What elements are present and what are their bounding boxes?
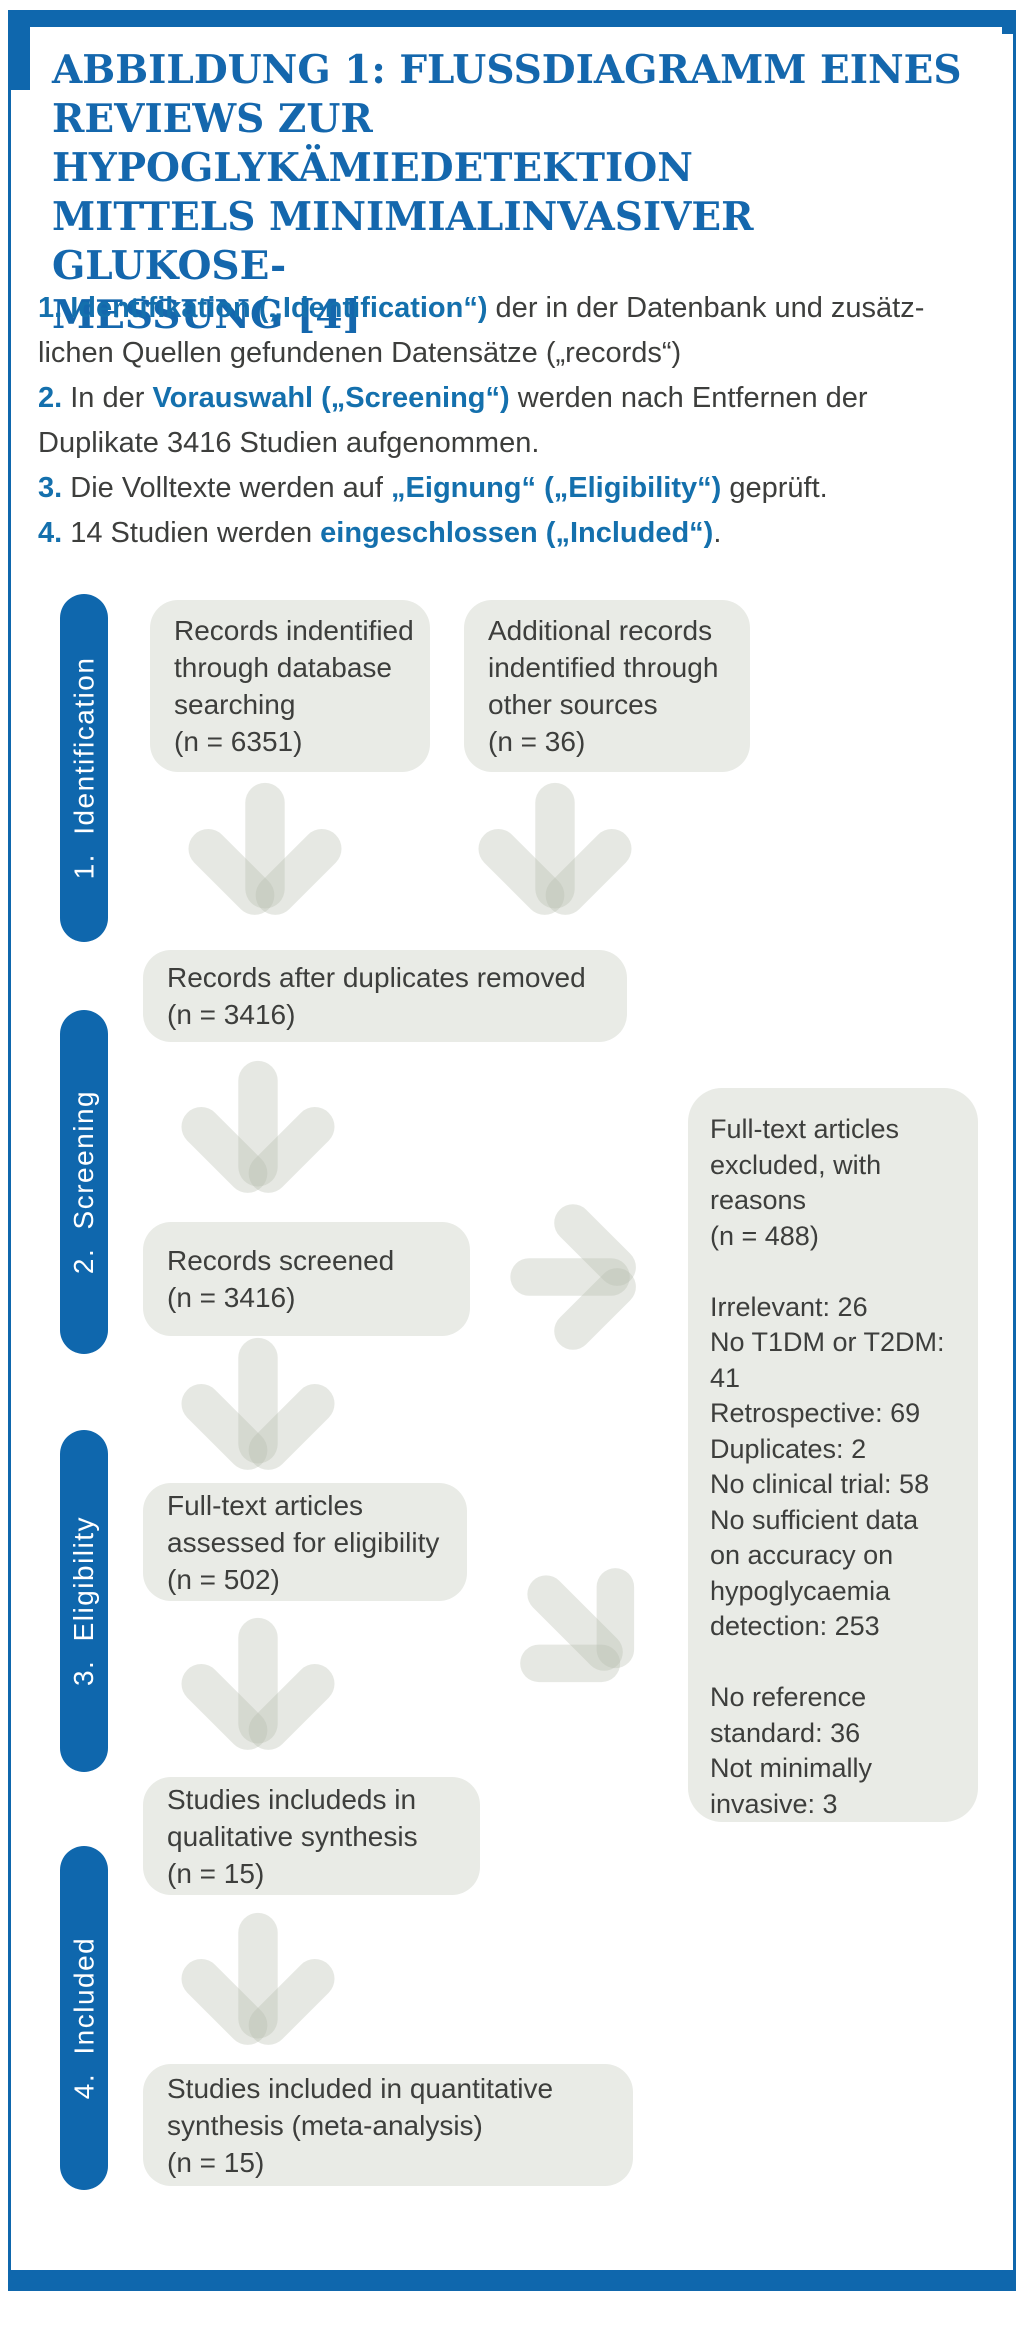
flow-arrow-down-right-icon: [475, 1523, 685, 1733]
flow-arrow-right-icon: [510, 1196, 644, 1358]
flow-box-duplicates-removed: Records after duplicates removed (n = 341…: [143, 950, 627, 1042]
frame-top-bar: [8, 10, 1016, 27]
frame-right-border: [1013, 10, 1016, 2272]
flow-arrow-down-icon: [180, 782, 350, 924]
caption-text: .: [713, 517, 722, 549]
stage-bar-label: 4. Included: [68, 1936, 99, 2100]
box-line: excluded, with: [710, 1149, 882, 1180]
caption-keyword: „Eignung“ („Eligibility“): [391, 472, 722, 504]
flow-box-fulltext-assessed: Full-text articles assessed for eligibili…: [143, 1483, 467, 1601]
caption-text: geprüft.: [721, 472, 828, 504]
box-line: (n = 36): [488, 726, 586, 757]
box-line: [710, 1254, 978, 1290]
box-line: Studies included in quantitative: [167, 2072, 554, 2104]
box-line: detection: 253: [710, 1611, 880, 1641]
caption-keyword: 2.: [38, 382, 63, 414]
caption-keyword: 3.: [38, 472, 63, 504]
box-line: Full-text articles: [167, 1489, 364, 1521]
frame-bottom-bar: [8, 2270, 1016, 2291]
frame-left-border: [8, 10, 11, 2272]
box-line: hypoglycaemia: [710, 1575, 891, 1606]
box-line: Not minimally: [710, 1753, 873, 1783]
box-line: other sources: [488, 689, 658, 720]
box-line: reasons: [710, 1185, 807, 1215]
caption-text: 14 Studien werden: [62, 517, 321, 549]
frame-corner-right: [1002, 10, 1016, 34]
figure-title-line: MESSUNG [4]: [52, 292, 361, 338]
box-line: invasive: 3: [710, 1788, 838, 1819]
caption-text: In der: [62, 382, 153, 414]
box-line: assessed for eligibility: [167, 1526, 440, 1558]
stage-bar-label: 3. Eligibility: [68, 1515, 99, 1687]
box-line: (n = 488): [710, 1220, 819, 1251]
frame-corner-left: [8, 10, 30, 90]
caption-keyword: 1. Identifikation („Identification“): [38, 292, 488, 324]
stage-bar-screening: 2. Screening: [60, 1010, 108, 1354]
caption-line: 1. Identifikation („Identification“) der…: [38, 286, 998, 331]
caption-text: Die Volltexte werden auf: [62, 472, 392, 504]
stage-bar-label: 1. Identification: [68, 656, 99, 880]
caption-text: lichen Quellen gefundenen Datensätze („r…: [38, 337, 682, 369]
box-line: indentified through: [488, 652, 719, 683]
caption-text: der in der Datenbank und zusätz-: [487, 292, 925, 324]
caption-keyword: eingeschlossen („Included“): [320, 517, 714, 549]
flow-box-quantitative-synthesis: Studies included in quantitative synthesi…: [143, 2064, 633, 2186]
stage-bar-eligibility: 3. Eligibility: [60, 1430, 108, 1772]
flow-arrow-down-icon: [173, 1060, 343, 1202]
box-line: Records screened: [167, 1245, 395, 1276]
flow-box-records-identified: Records indentified through database searc…: [150, 600, 430, 772]
caption-line: 3. Die Volltexte werden auf „Eignung“ („…: [38, 466, 998, 511]
box-line: (n = 6351): [174, 726, 303, 757]
box-line: Studies includeds in: [167, 1783, 417, 1815]
figure-title-line: REVIEWS ZUR HYPOGLYKÄMIEDETEKTION: [52, 96, 693, 191]
figure-title: ABBILDUNG 1: FLUSSDIAGRAMM EINES REVIEWS…: [52, 46, 972, 340]
box-line: No sufficient data: [710, 1504, 919, 1535]
figure-title-line: MITTELS MINIMIALINVASIVER GLUKOSE-: [52, 194, 754, 289]
box-line: No clinical trial: 58: [710, 1469, 930, 1499]
flow-arrow-down-icon: [173, 1617, 343, 1759]
box-line: (n = 502): [167, 1563, 280, 1595]
flow-arrow-down-icon: [173, 1912, 343, 2054]
flow-box-additional-records: Additional records indentified through oth…: [464, 600, 750, 772]
caption-line: 4. 14 Studien werden eingeschlossen („In…: [38, 511, 998, 556]
box-line: Additional records: [488, 615, 713, 646]
box-line: Records after duplicates removed: [167, 962, 586, 993]
caption-keyword: 4.: [38, 517, 63, 549]
box-line: Irrelevant: 26: [710, 1291, 868, 1322]
box-line: (n = 3416): [167, 1282, 296, 1313]
stage-bar-label: 2. Screening: [68, 1089, 99, 1275]
box-line: 41: [710, 1362, 741, 1393]
stage-bar-included: 4. Included: [60, 1846, 108, 2190]
caption-text: werden nach Entfernen der: [509, 382, 868, 414]
caption-line: lichen Quellen gefundenen Datensätze („r…: [38, 331, 998, 376]
box-line: (n = 15): [167, 1857, 265, 1889]
box-line: No reference: [710, 1682, 867, 1712]
box-line: through database: [174, 652, 392, 683]
stage-bar-identification: 1. Identification: [60, 594, 108, 942]
flow-arrow-down-icon: [173, 1337, 343, 1479]
box-line: (n = 15): [167, 2146, 265, 2178]
box-line: Duplicates: 2: [710, 1433, 867, 1464]
box-line: (n = 3416): [167, 999, 296, 1030]
box-line: on accuracy on: [710, 1540, 894, 1570]
caption-text: Duplikate 3416 Studien aufgenommen.: [38, 427, 540, 459]
box-line: Full-text articles: [710, 1114, 900, 1144]
flow-box-records-screened: Records screened (n = 3416): [143, 1222, 470, 1336]
box-line: synthesis (meta-analysis): [167, 2109, 483, 2141]
caption-line: 2. In der Vorauswahl („Screening“) werde…: [38, 376, 998, 421]
flow-box-fulltext-excluded: Full-text articles excluded, with reasons (…: [688, 1088, 978, 1822]
box-line: Records indentified: [174, 615, 414, 646]
box-line: qualitative synthesis: [167, 1820, 418, 1852]
figure-caption: 1. Identifikation („Identification“) der…: [38, 286, 998, 556]
box-line: standard: 36: [710, 1717, 861, 1748]
flow-box-qualitative-synthesis: Studies includeds in qualitative synthesi…: [143, 1777, 480, 1895]
caption-line: Duplikate 3416 Studien aufgenommen.: [38, 421, 998, 466]
caption-keyword: Vorauswahl („Screening“): [152, 382, 510, 414]
box-line: Retrospective: 69: [710, 1398, 921, 1428]
box-line: searching: [174, 689, 296, 720]
box-line: [710, 1645, 978, 1681]
flow-arrow-down-icon: [470, 782, 640, 924]
box-line: No T1DM or T2DM:: [710, 1327, 945, 1357]
figure-title-line: ABBILDUNG 1: FLUSSDIAGRAMM EINES: [52, 47, 962, 93]
